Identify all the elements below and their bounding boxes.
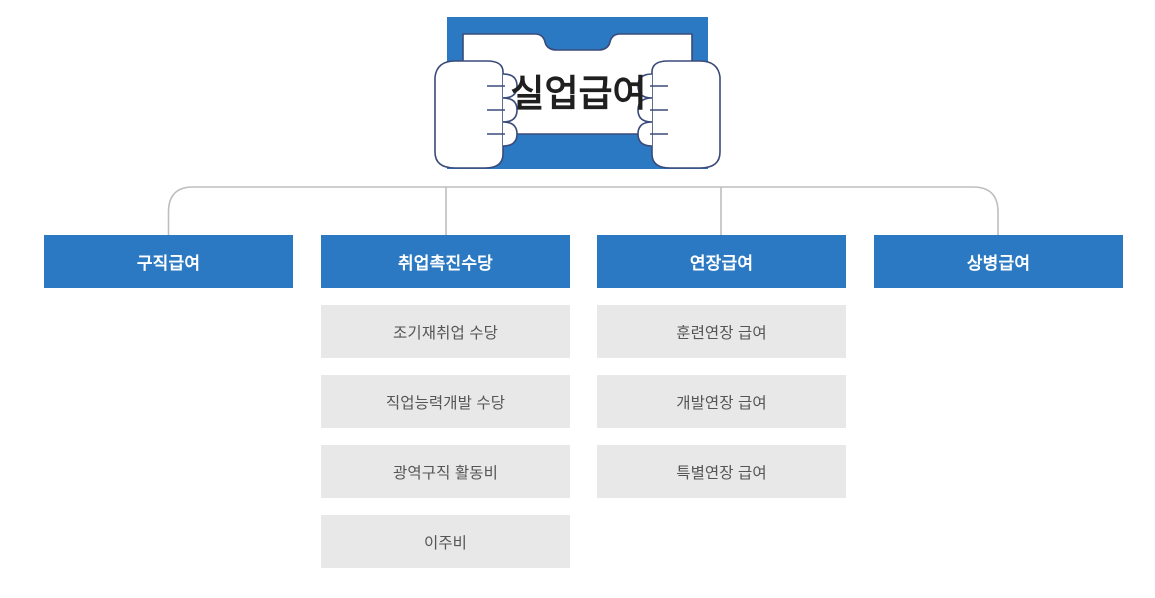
branch-header-sangbyeong[interactable]: 상병급여 [874,235,1123,288]
branch-column-3: 연장급여 훈련연장 급여 개발연장 급여 특별연장 급여 [597,235,846,498]
branch-header-yeonjang[interactable]: 연장급여 [597,235,846,288]
root-node-sign: 실업급여 [425,14,730,172]
branch-column-2: 취업촉진수당 조기재취업 수당 직업능력개발 수당 광역구직 활동비 이주비 [321,235,570,568]
branch-header-gujik[interactable]: 구직급여 [44,235,293,288]
connector-lines [167,186,999,235]
sub-item[interactable]: 훈련연장 급여 [597,305,846,358]
sub-item[interactable]: 조기재취업 수당 [321,305,570,358]
sub-item[interactable]: 이주비 [321,515,570,568]
sub-item[interactable]: 직업능력개발 수당 [321,375,570,428]
sub-item[interactable]: 개발연장 급여 [597,375,846,428]
sub-item-list-2: 조기재취업 수당 직업능력개발 수당 광역구직 활동비 이주비 [321,305,570,568]
sub-item-list-3: 훈련연장 급여 개발연장 급여 특별연장 급여 [597,305,846,498]
sub-item[interactable]: 특별연장 급여 [597,445,846,498]
branch-column-1: 구직급여 [44,235,293,288]
branch-header-chwieop[interactable]: 취업촉진수당 [321,235,570,288]
hands-holding-sign-icon [434,17,721,169]
sub-item[interactable]: 광역구직 활동비 [321,445,570,498]
branch-columns: 구직급여 취업촉진수당 조기재취업 수당 직업능력개발 수당 광역구직 활동비 … [0,235,1155,598]
branch-column-4: 상병급여 [874,235,1123,288]
